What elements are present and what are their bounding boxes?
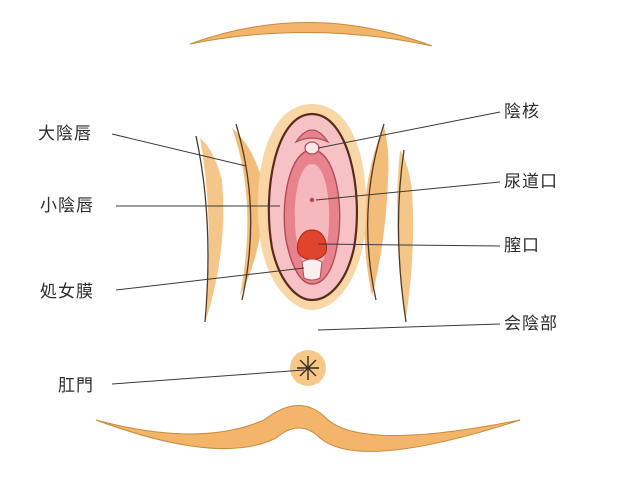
left-labia-shade bbox=[232, 128, 264, 296]
right-labia-shade bbox=[364, 126, 389, 296]
vaginal-opening-mark bbox=[297, 229, 327, 260]
label-hymen: 処女膜 bbox=[40, 282, 94, 302]
leader-perineum bbox=[317, 323, 501, 331]
right-labia-line bbox=[367, 123, 385, 301]
left-thigh-fold bbox=[200, 138, 224, 320]
clitoral-hood bbox=[294, 129, 330, 144]
leader-urethral-opening bbox=[315, 181, 501, 201]
label-outer-labia: 大陰唇 bbox=[38, 124, 92, 144]
hymen-mark bbox=[301, 258, 323, 281]
left-thigh-line-outer bbox=[195, 135, 209, 323]
right-thigh-fold bbox=[397, 150, 414, 318]
clitoris-mark bbox=[304, 141, 320, 155]
urethral-opening-mark bbox=[309, 197, 315, 203]
label-vaginal-opening: 膣口 bbox=[504, 236, 540, 256]
lower-buttocks-curve bbox=[95, 405, 521, 452]
leader-anus bbox=[111, 369, 305, 385]
label-anus: 肛門 bbox=[58, 376, 94, 396]
left-labia-line bbox=[235, 123, 252, 301]
leader-hymen bbox=[115, 267, 305, 291]
anus-mark bbox=[297, 356, 319, 380]
leader-clitoris bbox=[317, 111, 501, 149]
label-perineum: 会陰部 bbox=[504, 314, 558, 334]
right-thigh-line-outer bbox=[397, 149, 407, 323]
label-clitoris: 陰核 bbox=[504, 102, 540, 122]
label-urethral-opening: 尿道口 bbox=[504, 172, 558, 192]
leader-vaginal-opening bbox=[317, 243, 501, 247]
upper-abdomen-curve bbox=[189, 22, 433, 47]
leader-outer-labia bbox=[111, 133, 247, 167]
label-inner-labia: 小陰唇 bbox=[40, 196, 94, 216]
